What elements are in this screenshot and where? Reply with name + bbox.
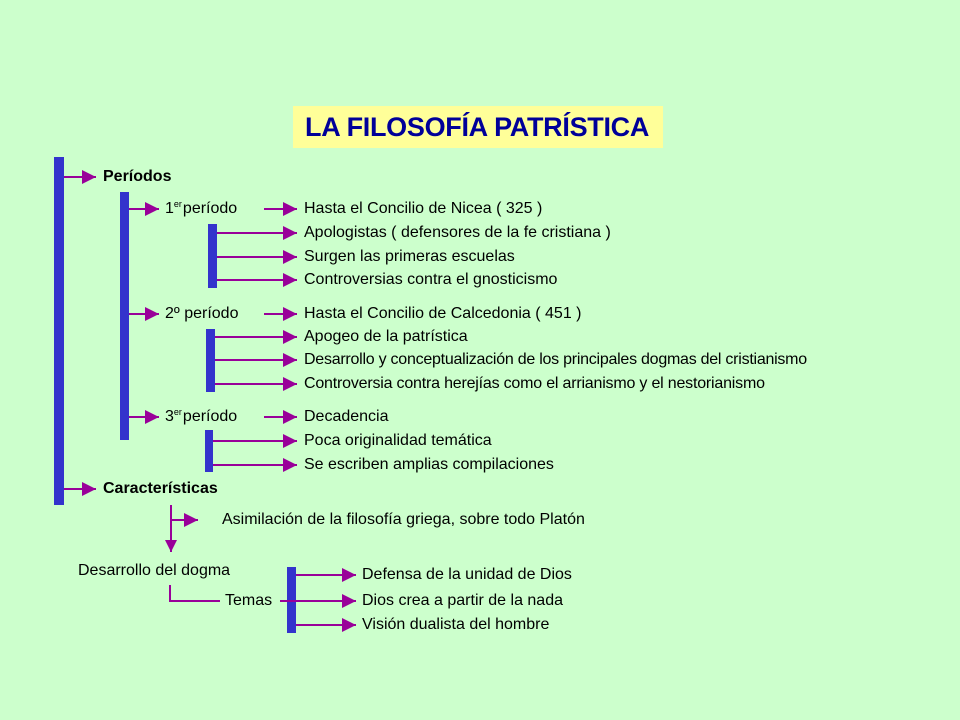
periodo-3-detail-2: Se escriben amplias compilaciones <box>304 456 554 473</box>
label-periodos: Períodos <box>103 168 172 185</box>
label-caracteristicas: Características <box>103 480 218 497</box>
periodo-1-detail-2: Surgen las primeras escuelas <box>304 248 515 265</box>
periodo-3-first: Decadencia <box>304 408 389 425</box>
bracket-periodo-2 <box>206 329 215 392</box>
connector-asimilacion <box>170 505 198 527</box>
periodo-2-detail-3: Controversia contra herejías como el arr… <box>304 375 765 392</box>
desarrollo-dogma: Desarrollo del dogma <box>78 562 231 579</box>
periodo-1-detail-1: Apologistas ( defensores de la fe cristi… <box>304 224 611 241</box>
periodo-2-label: 2º período <box>165 305 239 322</box>
periodo-2-detail-2: Desarrollo y conceptualización de los pr… <box>304 351 807 368</box>
periodo-1-first: Hasta el Concilio de Nicea ( 325 ) <box>304 200 543 217</box>
periodo-1-detail-3: Controversias contra el gnosticismo <box>304 271 558 288</box>
bracket-periodo-3 <box>205 430 213 472</box>
bracket-main <box>54 157 64 505</box>
temas-label: Temas <box>225 592 273 609</box>
tema-1: Defensa de la unidad de Dios <box>362 566 572 583</box>
bracket-periodos <box>120 192 129 440</box>
tema-3: Visión dualista del hombre <box>362 616 550 633</box>
tema-2: Dios crea a partir de la nada <box>362 592 563 609</box>
periodo-2-detail-1: Apogeo de la patrística <box>304 328 468 345</box>
periodo-1-label: 1erperíodo <box>165 199 238 218</box>
title-box: LA FILOSOFÍA PATRÍSTICA <box>293 106 663 148</box>
bracket-periodo-1 <box>208 224 217 288</box>
periodo-3-label: 3erperíodo <box>165 407 238 426</box>
page-title: LA FILOSOFÍA PATRÍSTICA <box>305 112 650 142</box>
periodo-3-detail-1: Poca originalidad temática <box>304 432 492 449</box>
periodo-2-first: Hasta el Concilio de Calcedonia ( 451 ) <box>304 305 582 322</box>
asimilacion-text: Asimilación de la filosofía griega, sobr… <box>222 511 585 528</box>
connector-temas <box>169 585 220 602</box>
